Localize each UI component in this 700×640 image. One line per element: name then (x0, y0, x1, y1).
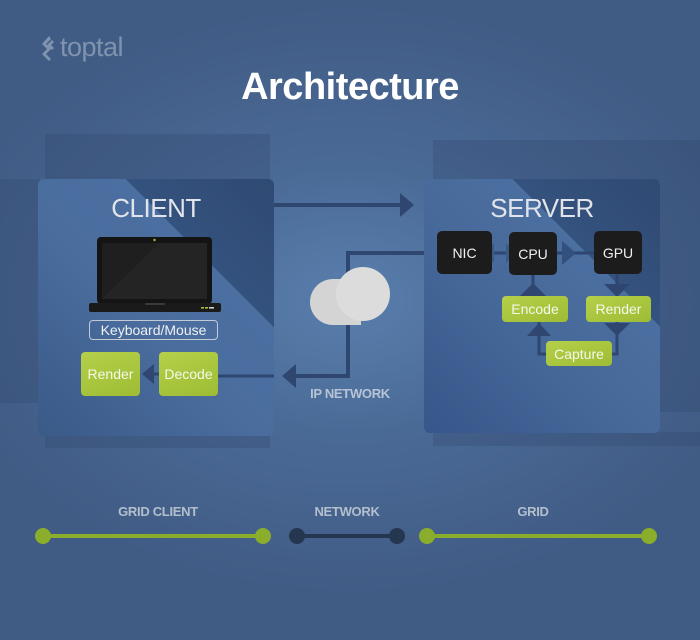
encode-cpu-arrow (520, 275, 546, 296)
server-render-block: Render (586, 296, 651, 322)
background-block (0, 179, 40, 403)
background-block (433, 140, 700, 182)
timeline-segment-grid (419, 528, 657, 544)
client-render-block: Render (81, 352, 140, 396)
cpu-chip: CPU (509, 232, 557, 275)
timeline-label-grid-client: GRID CLIENT (118, 504, 198, 519)
toptal-logo[interactable]: toptal (38, 32, 124, 63)
background-block (45, 134, 270, 182)
gpu-render-arrow (604, 274, 630, 297)
logo-text: toptal (60, 32, 124, 62)
encode-block: Encode (502, 296, 568, 322)
timeline-dot (419, 528, 435, 544)
timeline-segment-grid-client (35, 528, 271, 544)
nic-chip: NIC (437, 231, 492, 274)
timeline-label-grid: GRID (517, 504, 549, 519)
background-block (660, 182, 700, 412)
client-panel: CLIENT Keyboard/Mouse Render Decode (38, 179, 274, 436)
cpu-gpu-arrow (557, 241, 594, 265)
keyboard-mouse-label: Keyboard/Mouse (89, 320, 218, 340)
client-heading: CLIENT (111, 193, 201, 223)
capture-encode-arrow (527, 322, 551, 356)
timeline-label-network: NETWORK (314, 504, 380, 519)
capture-block: Capture (546, 341, 612, 366)
toptal-logo-icon (42, 35, 54, 61)
timeline-dot (389, 528, 405, 544)
decode-to-render-arrow (142, 364, 159, 384)
page-title: Architecture (241, 66, 459, 108)
gpu-chip: GPU (594, 231, 642, 274)
ip-network-label: IP NETWORK (310, 386, 390, 401)
render-capture-arrow (604, 322, 630, 356)
timeline-dot (289, 528, 305, 544)
timeline-segment-network (289, 528, 405, 544)
laptop-icon (89, 236, 221, 317)
background-block (45, 433, 270, 448)
background-block (433, 432, 700, 446)
server-heading: SERVER (490, 193, 594, 223)
timeline-dot (35, 528, 51, 544)
client-decode-block: Decode (159, 352, 218, 396)
timeline-dot (255, 528, 271, 544)
cloud-icon (310, 267, 390, 325)
client-to-server-arrow (274, 193, 414, 217)
timeline-dot (641, 528, 657, 544)
